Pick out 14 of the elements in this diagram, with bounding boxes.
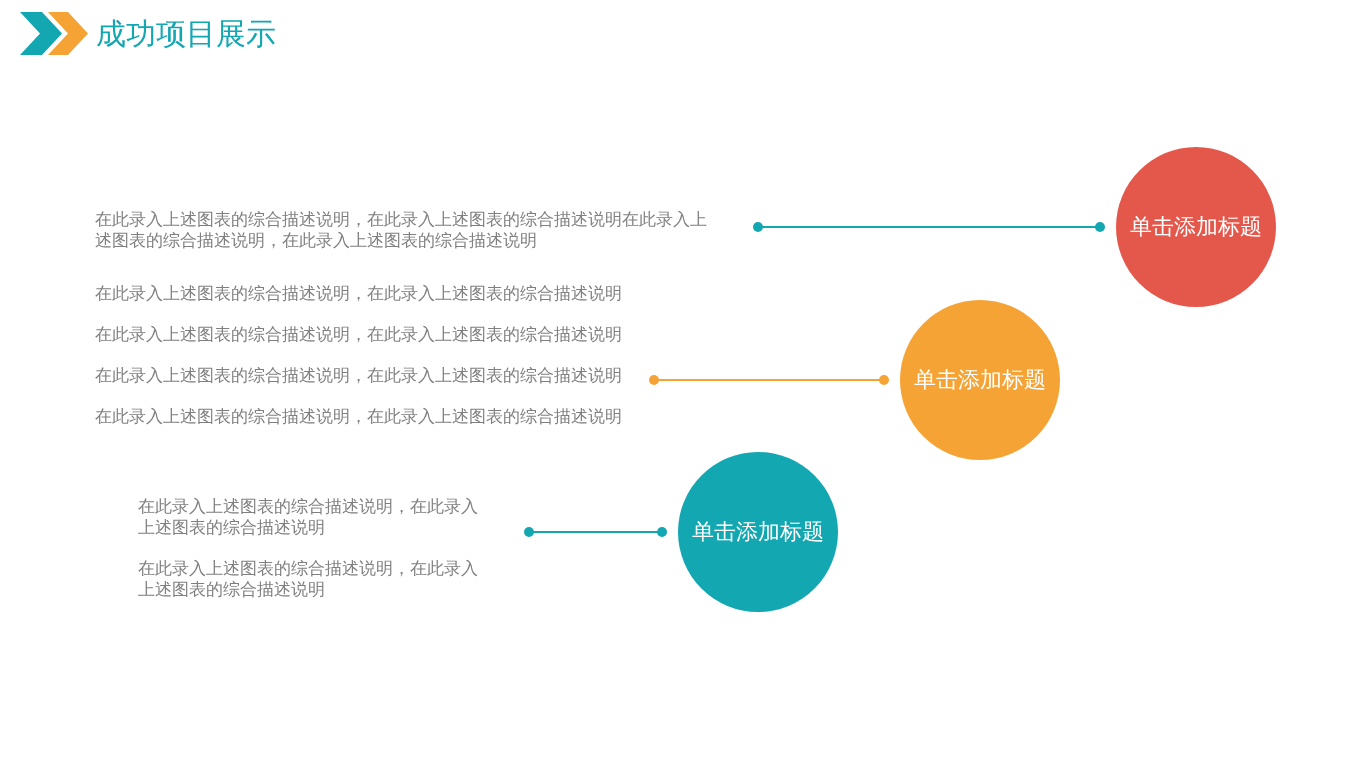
description-text: 在此录入上述图表的综合描述说明，在此录入上述图表的综合描述说明 xyxy=(95,283,623,304)
title-circle: 单击添加标题 xyxy=(900,300,1060,460)
title-circle: 单击添加标题 xyxy=(1116,147,1276,307)
description-text: 在此录入上述图表的综合描述说明，在此录入上述图表的综合描述说明在此录入上述图表的综合描述说明，在此录入上述图表的综合描述说明 xyxy=(95,209,758,251)
description-text: 在此录入上述图表的综合描述说明，在此录入上述图表的综合描述说明 xyxy=(95,324,623,345)
connector-line xyxy=(524,527,667,537)
description-text: 在此录入上述图表的综合描述说明，在此录入上述图表的综合描述说明 xyxy=(138,496,479,538)
description-text: 在此录入上述图表的综合描述说明，在此录入上述图表的综合描述说明 xyxy=(138,558,479,600)
connector-line xyxy=(649,375,889,385)
description-text: 在此录入上述图表的综合描述说明，在此录入上述图表的综合描述说明 xyxy=(95,365,623,386)
description-text: 在此录入上述图表的综合描述说明，在此录入上述图表的综合描述说明 xyxy=(95,406,623,427)
page-title: 成功项目展示 xyxy=(96,15,276,53)
connector-line xyxy=(753,222,1105,232)
title-circle: 单击添加标题 xyxy=(678,452,838,612)
